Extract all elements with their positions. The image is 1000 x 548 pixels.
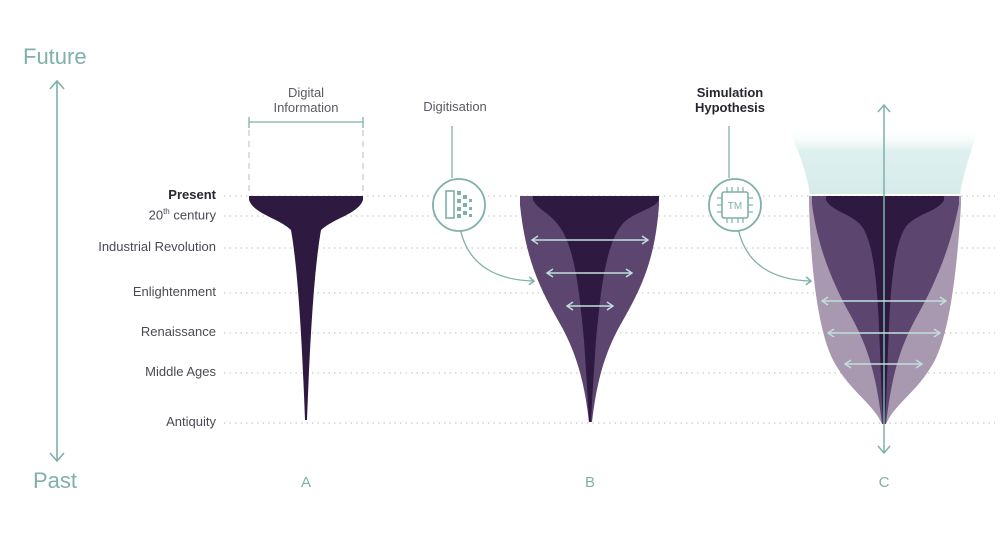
funnel-c-inner (826, 196, 944, 424)
panel-c-spread-arrows (820, 296, 948, 369)
panel-a-bracket (248, 117, 364, 128)
axis-label-past: Past (33, 468, 78, 493)
panel-c-caption: Simulation Hypothesis (670, 85, 790, 115)
panel-c: TM (708, 103, 978, 455)
time-axis (49, 79, 65, 463)
panel-c-caption-line2: Hypothesis (694, 100, 766, 115)
era-20-suffix: th (163, 207, 170, 216)
panel-b (432, 126, 659, 422)
panel-c-axis (877, 103, 891, 455)
panel-c-future-mist (788, 128, 978, 194)
era-label-20th-century: 20th century (149, 207, 216, 222)
era-label-enlightenment: Enlightenment (132, 284, 216, 299)
era-20-rest: century (169, 207, 216, 223)
panel-a (248, 117, 364, 420)
panel-b-letter: B (584, 474, 595, 491)
era-label-present: Present (168, 187, 216, 202)
panel-b-curve-arrow (459, 227, 536, 286)
panel-a-letter: A (300, 474, 311, 491)
axis-arrow-up-icon (49, 79, 65, 90)
funnel-b-inner (533, 196, 659, 422)
era-label-industrial: Industrial Revolution (98, 239, 216, 254)
digitisation-icon (432, 178, 486, 232)
chip-icon: TM (708, 178, 762, 232)
panel-a-dashes (248, 130, 364, 194)
panel-c-letter: C (878, 474, 890, 491)
era-label-middle-ages: Middle Ages (145, 364, 216, 379)
panel-b-spread-arrows (530, 235, 650, 311)
panel-a-caption-line1: Digital (287, 85, 325, 100)
panel-a-caption: Digital Information (246, 85, 366, 115)
era-label-antiquity: Antiquity (166, 414, 216, 429)
chip-label: TM (728, 201, 742, 212)
panel-c-caption-line1: Simulation (696, 85, 764, 100)
axis-label-future: Future (23, 44, 87, 69)
panel-c-curve-arrow (737, 227, 813, 286)
era-label-renaissance: Renaissance (140, 324, 216, 339)
axis-arrow-down-icon (49, 452, 65, 463)
panel-a-caption-line2: Information (273, 100, 339, 115)
panel-b-caption: Digitisation (423, 99, 487, 114)
era-20-number: 20 (148, 207, 164, 223)
panel-c-arrow-down-icon (877, 445, 891, 455)
funnel-a (249, 196, 363, 420)
panel-c-arrow-up-icon (877, 103, 891, 113)
